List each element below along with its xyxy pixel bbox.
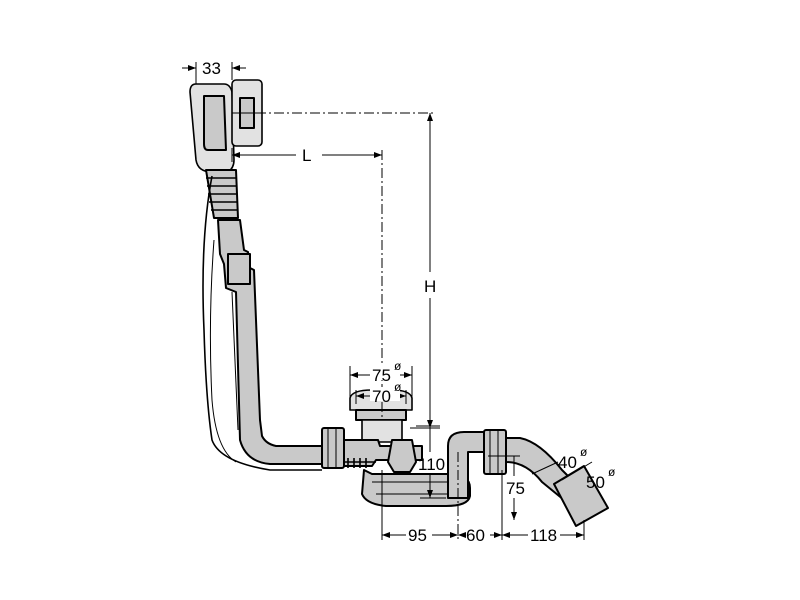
- dim-h-label: H: [424, 277, 436, 296]
- dimension-110: 110: [418, 428, 445, 498]
- dimension-dia-40: 40 ø: [531, 445, 588, 475]
- overflow-pipe: [217, 219, 323, 465]
- dimension-dia-70: 70 ø: [356, 380, 406, 406]
- dim-40-label: 40: [558, 453, 577, 472]
- dim-75v-label: 75: [506, 479, 525, 498]
- dia-symbol-75: ø: [394, 359, 402, 373]
- bowden-cable: [202, 175, 322, 471]
- dim-110-label: 110: [418, 455, 445, 474]
- dimension-75-vertical: 75: [506, 456, 525, 520]
- dimension-h: H: [410, 113, 440, 429]
- dim-50-label: 50: [586, 473, 605, 492]
- union-nut-left: [321, 427, 345, 469]
- dim-70-label: 70: [372, 387, 391, 406]
- dim-118-label: 118: [530, 526, 557, 545]
- dimension-bottom-chain: 95 60 118: [382, 526, 584, 545]
- overflow-rosette: [189, 79, 263, 173]
- dia-symbol-50: ø: [608, 465, 616, 479]
- dim-33-label: 33: [202, 59, 221, 78]
- dimension-l: L: [231, 146, 382, 165]
- dimension-dia-50: 50 ø: [586, 465, 616, 492]
- dim-l-label: L: [302, 146, 311, 165]
- dia-symbol-40: ø: [580, 445, 588, 459]
- dia-symbol-70: ø: [394, 380, 402, 394]
- dim-75-label: 75: [372, 366, 391, 385]
- dim-95-label: 95: [408, 526, 427, 545]
- dimension-dia-75: 75 ø: [350, 359, 412, 385]
- overflow-flex-connector: [205, 169, 239, 219]
- dimension-33: 33: [182, 59, 246, 84]
- dim-60-label: 60: [466, 526, 485, 545]
